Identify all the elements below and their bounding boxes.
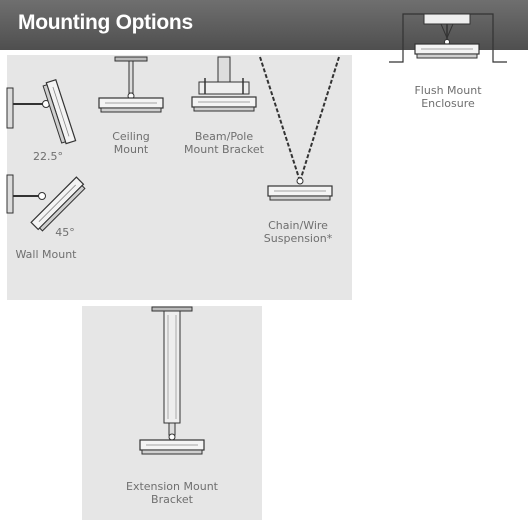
ceiling-mount-label-line1: Ceiling: [112, 130, 150, 143]
extension-mount-illustration: [139, 306, 205, 455]
beam-mount-label: Beam/Pole Mount Bracket: [184, 130, 264, 156]
flush-mount-label-line1: Flush Mount: [414, 84, 482, 97]
mounting-options-panel: [7, 55, 352, 300]
ceiling-mount-illustration: [98, 56, 164, 113]
chain-suspension-label-line2: Suspension*: [263, 232, 333, 245]
wall-mount-label: Wall Mount: [15, 248, 77, 261]
beam-mount-label-line1: Beam/Pole: [194, 130, 254, 143]
header-bar: Mounting Options: [0, 0, 528, 50]
beam-mount-label-line2: Mount Bracket: [184, 143, 264, 156]
flush-mount-label: Flush Mount Enclosure: [410, 84, 486, 110]
angle-45-label: 45°: [55, 226, 75, 239]
wall-mount-22-illustration: [6, 79, 77, 146]
extension-mount-label: Extension Mount Bracket: [122, 480, 222, 506]
chain-suspension-label: Chain/Wire Suspension*: [262, 219, 334, 245]
page-title: Mounting Options: [18, 11, 193, 34]
beam-mount-illustration: [191, 56, 257, 112]
wall-mount-45-illustration: [6, 174, 87, 233]
chain-suspension-illustration: [259, 56, 340, 201]
angle-22-label: 22.5°: [33, 150, 63, 163]
extension-mount-label-line2: Bracket: [151, 493, 193, 506]
ceiling-mount-label-line2: Mount: [113, 143, 149, 156]
ceiling-mount-label: Ceiling Mount: [101, 130, 161, 156]
chain-suspension-label-line1: Chain/Wire: [268, 219, 328, 232]
extension-mount-label-line1: Extension Mount: [126, 480, 218, 493]
flush-mount-label-line2: Enclosure: [421, 97, 475, 110]
flush-mount-illustration: [389, 13, 507, 63]
